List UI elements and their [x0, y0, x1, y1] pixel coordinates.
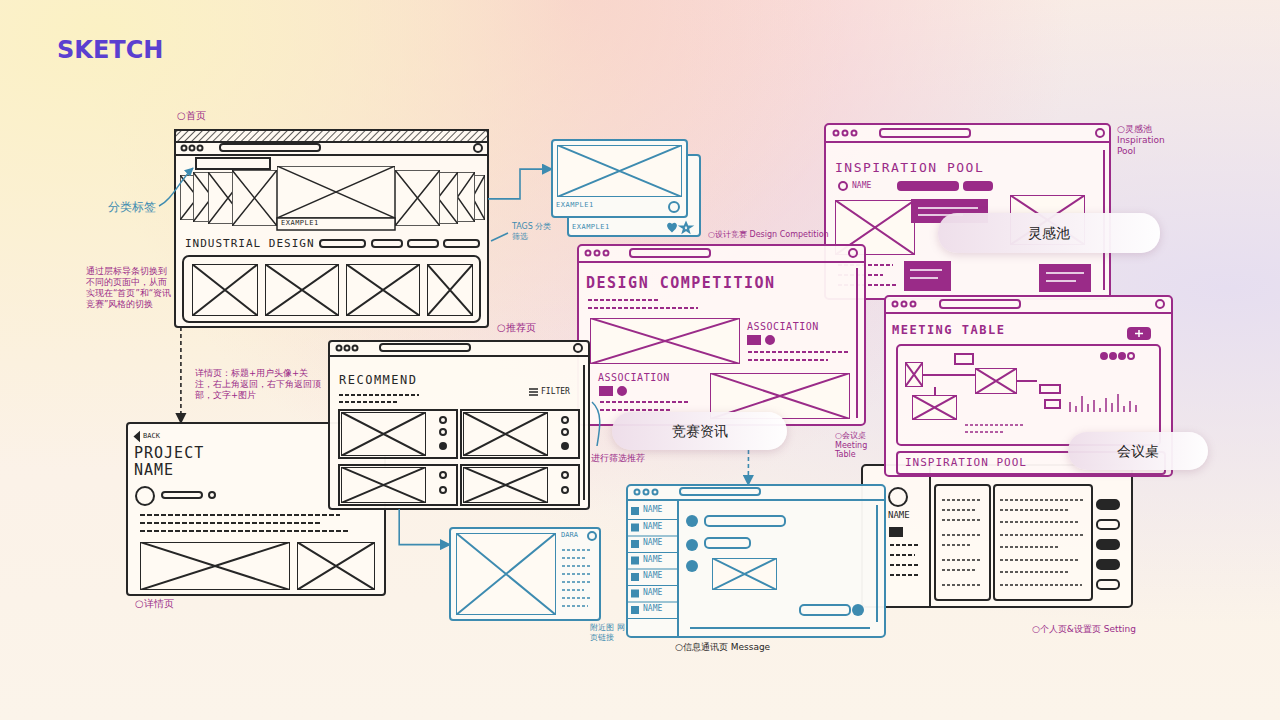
- annotation-note: 详情页：标题+用户头像+关注，右上角返回，右下角返回顶部，文字+图片: [195, 368, 323, 401]
- image-window-sketch: [450, 528, 600, 620]
- window-text: DARA: [561, 531, 578, 539]
- window-text: NAME: [643, 588, 662, 598]
- flow-arrow: [747, 450, 749, 485]
- competition-window-sketch: [578, 245, 865, 425]
- image-window: DARA: [450, 528, 600, 620]
- window-text: EXAMPLE1: [281, 219, 319, 227]
- window-text: MEETING TABLE: [892, 323, 1005, 337]
- section-pill: 竞赛资讯: [612, 412, 787, 450]
- settings-window: NAME○个人页&设置页 Setting: [862, 465, 1132, 607]
- inspiration-window: ○灵感池 Inspiration PoolINSPIRATION POOLNAM…: [825, 124, 1110, 299]
- window-text: INSPIRATION POOL: [835, 160, 984, 176]
- window-text: NAME: [643, 555, 662, 565]
- window-text: NAME: [888, 510, 910, 521]
- meeting-window-sketch: [885, 296, 1172, 476]
- window-text: ASSOCIATION: [598, 372, 670, 384]
- window-text: INDUSTRIAL DESIGN: [185, 237, 315, 250]
- window-text: DESIGN COMPETITION: [586, 274, 776, 292]
- window-text: NAME: [643, 604, 662, 614]
- pill-label: 竞赛资讯: [672, 423, 728, 440]
- window-text: RECOMMEND: [339, 373, 418, 387]
- window-text: PROJECT NAME: [134, 445, 219, 480]
- window-text: FILTER: [541, 387, 570, 397]
- window-text: NAME: [643, 505, 662, 515]
- window-text: ○推荐页: [497, 322, 536, 334]
- annotation-note: 分类标签: [108, 200, 156, 214]
- message-window: NAMENAMENAMENAMENAMENAMENAME○信息通讯页 Messa…: [627, 485, 885, 637]
- flow-arrow: [180, 327, 182, 423]
- pill-label: 灵感池: [1028, 225, 1070, 242]
- window-text: BACK: [143, 432, 160, 440]
- flow-arrow: [399, 509, 450, 545]
- window-text: NAME: [852, 181, 871, 191]
- window-text: ○会议桌 Meeting Table: [835, 431, 881, 460]
- window-text: INSPIRATION POOL: [905, 456, 1027, 469]
- annotation-note: 通过层标导条切换到不同的页面中，从而实现在“首页”和“资讯竞赛”风格的切换: [86, 266, 172, 310]
- home-window-sketch: [175, 130, 488, 327]
- window-text: ○个人页&设置页 Setting: [1032, 624, 1136, 635]
- pill-label: 会议桌: [1117, 443, 1159, 460]
- example-cards: EXAMPLE1EXAMPLE1: [552, 140, 702, 237]
- section-pill: 会议桌: [1068, 432, 1208, 470]
- window-text: EXAMPLE1: [556, 201, 594, 209]
- window-text: ○详情页: [135, 598, 174, 610]
- recommend-window-sketch: [329, 341, 589, 509]
- example-cards-sketch: [552, 140, 700, 236]
- flow-arrow: [488, 169, 552, 199]
- section-pill: 灵感池: [938, 213, 1160, 253]
- page-title: SKETCH: [57, 36, 163, 65]
- annotation-note: TAGS 分类筛选: [512, 222, 552, 241]
- annotation-note: 进行筛选推荐: [591, 453, 645, 463]
- annotation-leaders: [159, 168, 600, 446]
- window-text: NAME: [643, 538, 662, 548]
- settings-window-sketch: [862, 465, 1132, 607]
- window-text: ○灵感池 Inspiration Pool: [1117, 124, 1175, 156]
- recommend-window: ○推荐页RECOMMENDFILTER: [329, 341, 589, 509]
- competition-window: ○设计竞赛 Design CompetitionDESIGN COMPETITI…: [578, 245, 865, 425]
- window-text: EXAMPLE1: [572, 223, 610, 231]
- home-window: ○首页EXAMPLE1INDUSTRIAL DESIGN: [175, 130, 488, 327]
- message-window-sketch: [627, 485, 885, 637]
- window-text: ○信息通讯页 Message: [675, 642, 770, 653]
- window-text: ○设计竞赛 Design Competition: [708, 230, 829, 240]
- window-text: ○首页: [177, 110, 206, 122]
- annotation-note: 附近图 网页链接: [590, 623, 626, 642]
- window-text: NAME: [643, 522, 662, 532]
- detail-window: BACKPROJECT NAME○详情页: [127, 423, 385, 595]
- inspiration-window-sketch: [825, 124, 1110, 299]
- window-text: ASSOCIATION: [747, 321, 819, 333]
- window-text: NAME: [643, 571, 662, 581]
